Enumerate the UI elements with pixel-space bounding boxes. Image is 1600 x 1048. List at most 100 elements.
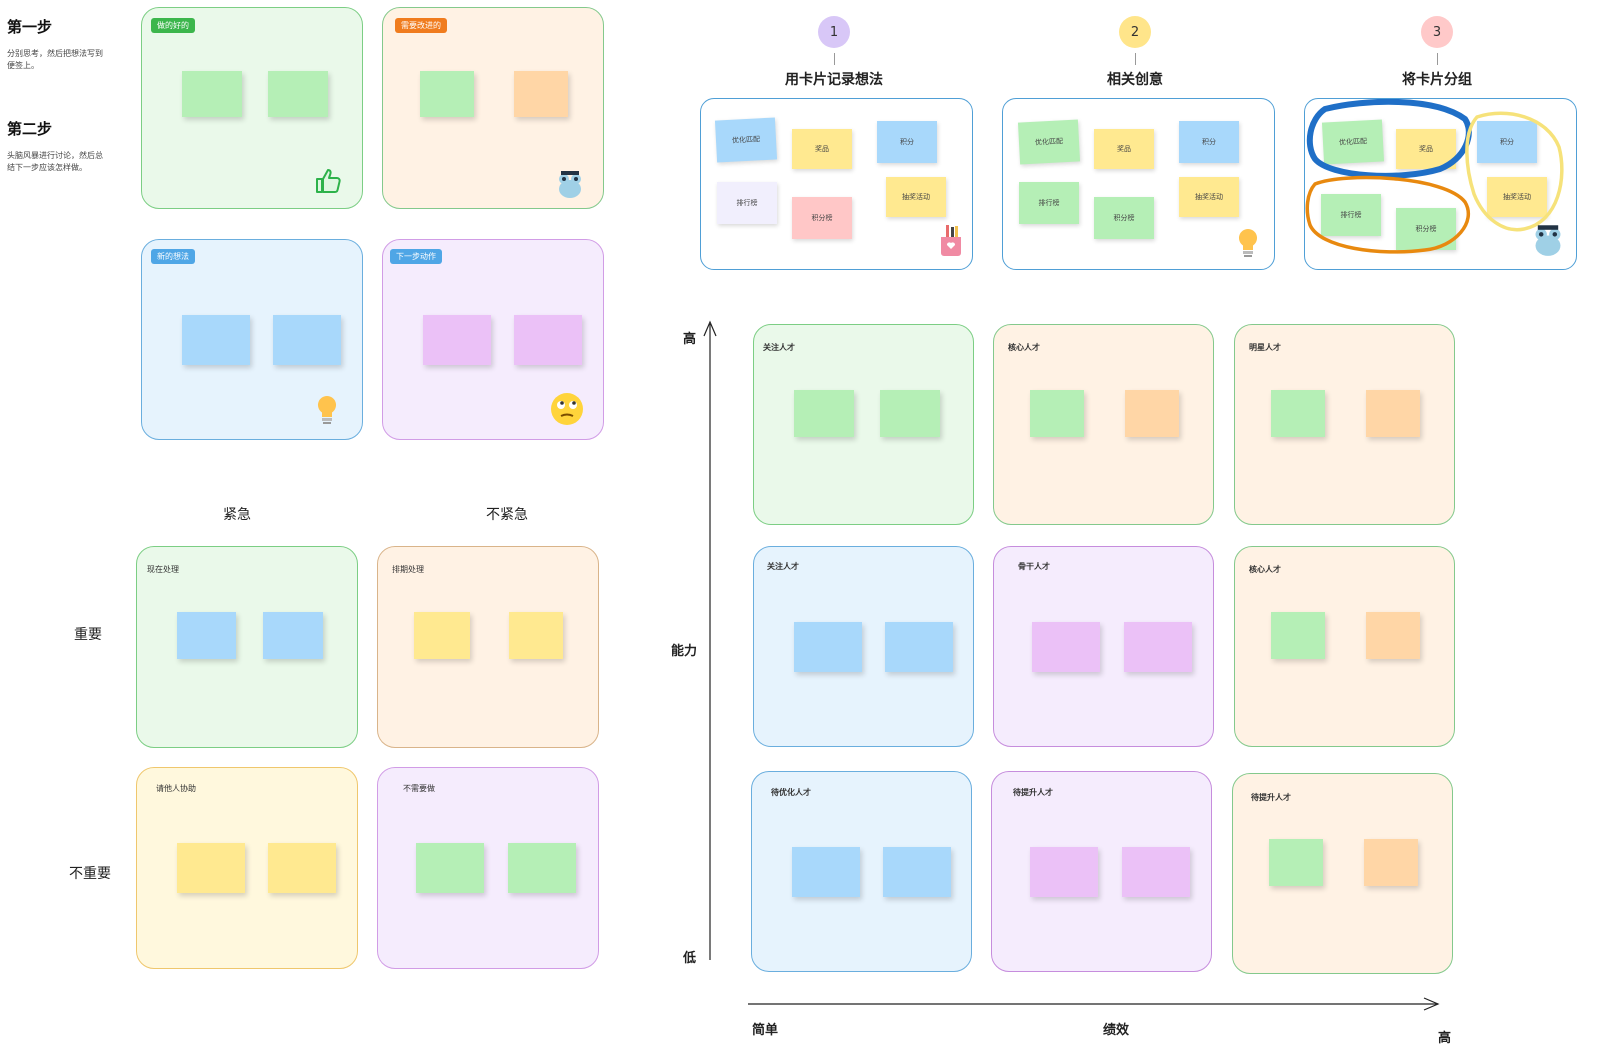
sticky-note[interactable] xyxy=(182,71,242,117)
talent-cell-r3c3[interactable]: 待提升人才 xyxy=(1232,773,1453,974)
quadrant-schedule[interactable]: 排期处理 xyxy=(377,546,599,748)
idea-card[interactable]: 排行榜 xyxy=(1019,182,1079,224)
sticky-note[interactable] xyxy=(414,612,470,659)
idea-card[interactable]: 积分 xyxy=(1179,121,1239,163)
idea-card[interactable]: 积分 xyxy=(1477,121,1537,163)
retro-improve-panel[interactable]: 需要改进的 xyxy=(382,7,604,209)
idea-card[interactable]: 奖品 xyxy=(1396,129,1456,169)
sticky-note[interactable] xyxy=(1366,612,1420,659)
y-axis-high-label: 高 xyxy=(683,332,697,347)
talent-cell-r3c1[interactable]: 待优化人才 xyxy=(751,771,972,972)
sticky-note[interactable] xyxy=(794,390,854,437)
sticky-note[interactable] xyxy=(416,843,484,893)
row-label-important: 重要 xyxy=(74,627,102,643)
sticky-note[interactable] xyxy=(509,612,563,659)
sticky-note[interactable] xyxy=(794,622,862,672)
quadrant-label: 现在处理 xyxy=(147,565,179,574)
affinity-step2-number: 2 xyxy=(1119,16,1151,48)
column-label-urgent: 紧急 xyxy=(223,507,251,523)
sticky-note[interactable] xyxy=(268,71,328,117)
idea-card[interactable]: 优化匹配 xyxy=(1017,119,1081,165)
idea-card[interactable]: 抽奖活动 xyxy=(886,177,946,217)
sticky-note[interactable] xyxy=(885,622,953,672)
sticky-note[interactable] xyxy=(1366,390,1420,437)
affinity-panel-record[interactable]: 优化匹配 奖品 积分 排行榜 积分榜 抽奖活动 xyxy=(700,98,973,270)
lightbulb-icon xyxy=(1238,228,1258,257)
talent-cell-label: 明星人才 xyxy=(1249,343,1281,352)
sticky-note[interactable] xyxy=(420,71,474,117)
talent-cell-r1c1[interactable]: 关注人才 xyxy=(753,324,974,525)
column-label-not-urgent: 不紧急 xyxy=(486,507,528,523)
sticky-note[interactable] xyxy=(263,612,323,659)
row-label-not-important: 不重要 xyxy=(69,866,111,882)
y-axis-label: 能力 xyxy=(671,644,698,659)
sticky-note[interactable] xyxy=(1030,847,1098,897)
retro-good-tag: 做的好的 xyxy=(151,18,195,33)
sticky-note[interactable] xyxy=(268,843,336,893)
quadrant-label: 不需要做 xyxy=(403,784,435,793)
talent-cell-r1c3[interactable]: 明星人才 xyxy=(1234,324,1455,525)
idea-card[interactable]: 积分榜 xyxy=(792,197,852,239)
sticky-note[interactable] xyxy=(177,612,236,659)
sticky-note[interactable] xyxy=(1271,390,1325,437)
talent-cell-r2c3[interactable]: 核心人才 xyxy=(1234,546,1455,747)
sticky-note[interactable] xyxy=(1030,390,1084,437)
talent-cell-r1c2[interactable]: 核心人才 xyxy=(993,324,1214,525)
sticky-note[interactable] xyxy=(792,847,860,897)
retro-nextstep-panel[interactable]: 下一步动作 xyxy=(382,239,604,440)
affinity-step1-number: 1 xyxy=(818,16,850,48)
idea-card[interactable]: 优化匹配 xyxy=(714,117,778,163)
idea-card[interactable]: 奖品 xyxy=(792,129,852,169)
retro-good-panel[interactable]: 做的好的 xyxy=(141,7,363,209)
quadrant-label: 请他人协助 xyxy=(156,784,196,793)
sticky-note[interactable] xyxy=(1364,839,1418,886)
quadrant-delegate[interactable]: 请他人协助 xyxy=(136,767,358,969)
affinity-panel-grouped[interactable]: 优化匹配 奖品 积分 排行榜 积分榜 抽奖活动 xyxy=(1304,98,1577,270)
idea-card[interactable]: 积分榜 xyxy=(1094,197,1154,239)
idea-card[interactable]: 抽奖活动 xyxy=(1179,177,1239,217)
talent-cell-label: 核心人才 xyxy=(1008,343,1040,352)
talent-axes xyxy=(703,320,1440,1011)
pencil-cup-icon xyxy=(941,225,961,256)
sticky-note[interactable] xyxy=(1124,622,1192,672)
sticky-note[interactable] xyxy=(1125,390,1179,437)
quadrant-do-now[interactable]: 现在处理 xyxy=(136,546,358,748)
affinity-step3-number: 3 xyxy=(1421,16,1453,48)
talent-cell-r3c2[interactable]: 待提升人才 xyxy=(991,771,1212,972)
sticky-note[interactable] xyxy=(1269,839,1323,886)
sticky-note[interactable] xyxy=(880,390,940,437)
talent-cell-r2c1[interactable]: 关注人才 xyxy=(753,546,974,747)
sticky-note[interactable] xyxy=(1122,847,1190,897)
affinity-panel-related[interactable]: 优化匹配 奖品 积分 排行榜 积分榜 抽奖活动 xyxy=(1002,98,1275,270)
connector-line xyxy=(1135,53,1136,65)
sticky-note[interactable] xyxy=(514,315,582,365)
affinity-step3-title: 将卡片分组 xyxy=(1402,72,1472,88)
idea-card[interactable]: 抽奖活动 xyxy=(1487,177,1547,217)
sticky-note[interactable] xyxy=(423,315,491,365)
sticky-note[interactable] xyxy=(273,315,341,365)
x-axis-label: 绩效 xyxy=(1103,1023,1130,1038)
sticky-note[interactable] xyxy=(177,843,245,893)
retro-newidea-panel[interactable]: 新的想法 xyxy=(141,239,363,440)
sticky-note[interactable] xyxy=(1032,622,1100,672)
sticky-note[interactable] xyxy=(514,71,568,117)
retro-nextstep-tag: 下一步动作 xyxy=(390,249,442,264)
sticky-note[interactable] xyxy=(883,847,951,897)
thumbs-up-icon xyxy=(316,169,341,193)
sticky-note[interactable] xyxy=(182,315,250,365)
idea-card[interactable]: 奖品 xyxy=(1094,129,1154,169)
sticky-note[interactable] xyxy=(1271,612,1325,659)
idea-card[interactable]: 排行榜 xyxy=(717,182,777,224)
idea-card[interactable]: 排行榜 xyxy=(1321,194,1381,236)
frog-icon xyxy=(559,171,581,198)
idea-card[interactable]: 积分 xyxy=(877,121,937,163)
sticky-note[interactable] xyxy=(508,843,576,893)
eyeroll-emoji-icon xyxy=(551,393,583,425)
talent-cell-label: 待提升人才 xyxy=(1251,793,1291,802)
quadrant-skip[interactable]: 不需要做 xyxy=(377,767,599,969)
talent-cell-r2c2[interactable]: 骨干人才 xyxy=(993,546,1214,747)
talent-cell-label: 骨干人才 xyxy=(1018,562,1050,571)
step1-title: 第一步 xyxy=(7,18,53,36)
talent-cell-label: 关注人才 xyxy=(767,562,799,571)
x-axis-high-label: 高 xyxy=(1438,1031,1452,1046)
